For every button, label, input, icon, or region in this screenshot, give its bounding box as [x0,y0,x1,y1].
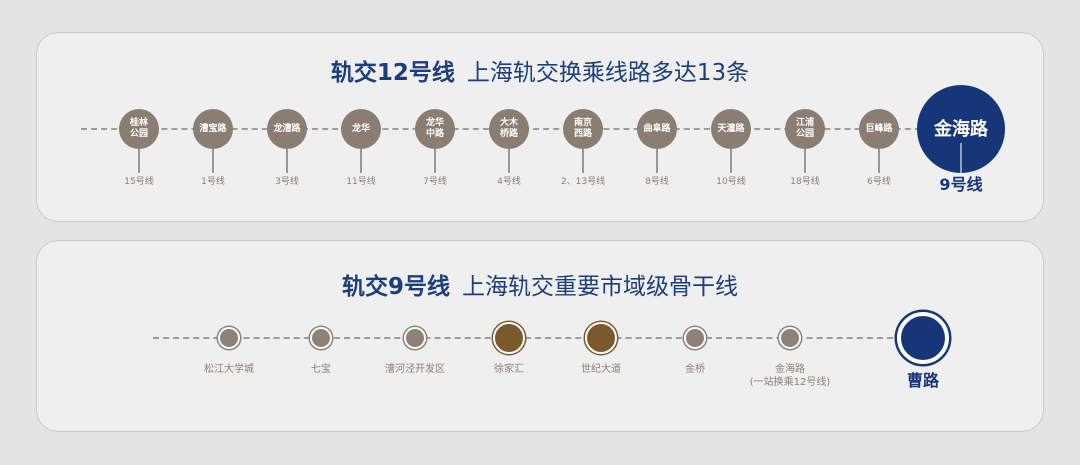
station-line-label: 7号线 [423,177,447,187]
line12-card: 轨交12号线上海轨交换乘线路多达13条 桂林 公园 15号线 漕宝路 1号线 龙漕路 3号… [36,32,1044,222]
station-stem [582,129,584,173]
highlight-station-marker [897,312,949,364]
station-stem [508,129,510,173]
station-name: 七宝 [311,364,331,375]
station-circle: 天潼路 [711,109,751,149]
line9-title: 轨交9号线上海轨交重要市域级骨干线 [37,267,1043,301]
highlight-station-name: 曹路 [906,371,940,390]
station-name: 松江大学城 [204,364,254,375]
station-circle: 南京 西路 [563,109,603,149]
line9-title-main: 轨交9号线 [341,274,450,300]
station-name: 金桥 [685,364,705,375]
station-stem [434,129,436,173]
line9-card: 轨交9号线上海轨交重要市域级骨干线 松江大学城 七宝 漕河泾开发区 徐家汇 世纪大道 金桥… [36,240,1044,432]
station-stem [286,129,288,173]
station-line-label: 2、13号线 [560,177,606,187]
line9-title-sub: 上海轨交重要市域级骨干线 [462,274,738,300]
station-marker [218,327,240,349]
station-stem [730,129,732,173]
station-marker [404,327,426,349]
station-circle: 龙漕路 [267,109,307,149]
station-circle: 漕宝路 [193,109,233,149]
station-line-label: 1号线 [201,177,225,187]
station-marker [779,327,801,349]
station-line-label: 4号线 [497,177,521,187]
station-stem [212,129,214,173]
station-line-label: 11号线 [346,177,376,187]
station-circle: 龙华 中路 [415,109,455,149]
station-line-label: 10号线 [716,177,746,187]
line12-title: 轨交12号线上海轨交换乘线路多达13条 [37,53,1043,87]
station-circle: 大木 桥路 [489,109,529,149]
station-name: 世纪大道 [581,364,621,375]
station-stem [804,129,806,173]
station-name: 金海路 (一站换乘12号线) [749,364,831,388]
station-line-label: 15号线 [124,177,154,187]
station-line-label: 8号线 [645,177,669,187]
station-name: 漕河泾开发区 [385,364,445,375]
line12-title-sub: 上海轨交换乘线路多达13条 [466,60,750,86]
station-line-label: 6号线 [867,177,891,187]
station-stem [960,143,962,173]
station-line-label: 18号线 [790,177,820,187]
station-name: 徐家汇 [494,364,524,375]
station-stem [138,129,140,173]
station-circle: 桂林 公园 [119,109,159,149]
station-circle: 巨峰路 [859,109,899,149]
station-marker [585,322,617,354]
station-stem [878,129,880,173]
station-marker [684,327,706,349]
station-marker [310,327,332,349]
station-circle: 曲阜路 [637,109,677,149]
station-circle: 江浦 公园 [785,109,825,149]
station-stem [360,129,362,173]
station-circle: 龙华 [341,109,381,149]
station-line-label: 3号线 [275,177,299,187]
station-stem [656,129,658,173]
highlight-line-label: 9号线 [939,175,983,194]
line12-title-main: 轨交12号线 [330,60,455,86]
station-marker [493,322,525,354]
